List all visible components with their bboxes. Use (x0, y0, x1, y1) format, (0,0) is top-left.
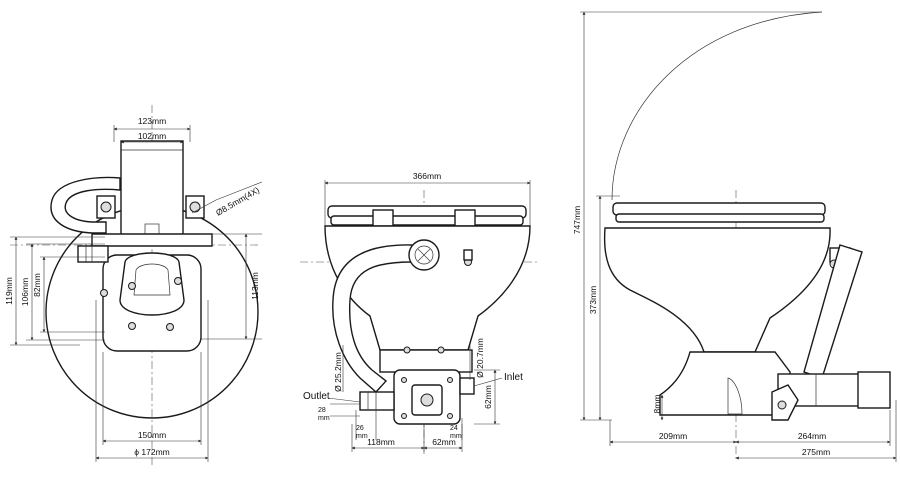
dim-209: 209mm (659, 431, 687, 441)
dim-118: 118mm (367, 437, 395, 447)
inlet-fitting-front (77, 245, 109, 263)
dim-24-unit: mm (450, 433, 462, 440)
dim-28: 28 (318, 407, 326, 414)
handle-loop (50, 176, 121, 234)
dim-inlet-dia: Ø 20.7mm (475, 338, 485, 378)
base-side (659, 351, 791, 416)
dim-150: 150mm (138, 430, 166, 440)
dim-102: 102mm (138, 131, 166, 141)
base-collar (379, 349, 473, 373)
dim-hole-dia: Ø8.5mm(4X) (214, 185, 261, 218)
dim-264: 264mm (798, 431, 826, 441)
dim-28-unit: mm (318, 415, 330, 422)
dim-62-vert: 62mm (483, 385, 493, 409)
dim-26: 26 (356, 425, 364, 432)
dim-275: 275mm (802, 447, 830, 457)
outlet-label: Outlet (303, 391, 330, 402)
inlet-label: Inlet (504, 372, 523, 383)
rear-view: 366mm Ø 25.2mm Ø 20.7mm Inlet Outlet 28 … (300, 171, 540, 455)
lid-swing-arc (611, 11, 823, 201)
dim-8: 8mm (652, 395, 662, 414)
dim-24: 24 (450, 425, 458, 432)
dim-outlet-dia: Ø 25.2mm (333, 352, 343, 392)
motor-housing (120, 140, 184, 240)
side-view: 747mm 373mm 8mm 209mm 264mm 275mm (572, 11, 897, 462)
dim-119: 119mm (4, 277, 14, 305)
front-view: 123mm 102mm Ø8.5mm(4X) 119mm 106mm 82mm … (4, 105, 263, 465)
bowl-side (603, 227, 831, 353)
dim-82: 82mm (32, 273, 42, 297)
dim-373: 373mm (588, 286, 598, 314)
seat-side (612, 202, 826, 216)
dim-172: ϕ 172mm (134, 447, 169, 457)
dim-747: 747mm (572, 206, 582, 234)
dim-106: 106mm (20, 278, 30, 306)
dim-123: 123mm (138, 116, 166, 126)
dim-26-unit: mm (356, 433, 368, 440)
dim-366: 366mm (413, 171, 441, 181)
dim-113: 113mm (250, 272, 260, 300)
outlet-fitting (359, 391, 395, 411)
outlet-pipe (332, 244, 413, 393)
dim-62-horz: 62mm (432, 437, 456, 447)
inlet-fitting-pump (459, 377, 475, 395)
